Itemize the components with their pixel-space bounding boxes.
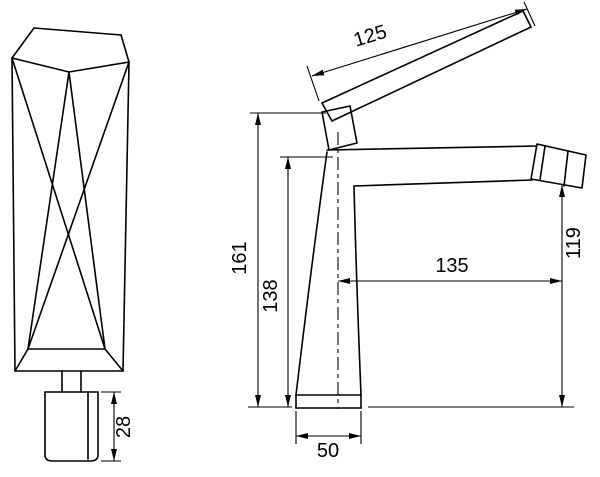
faucet-base (295, 394, 362, 409)
spout-bottom-edge (353, 179, 533, 187)
lever-handle (321, 10, 532, 122)
front-view: 28 (11, 27, 135, 462)
supply-cylinder (44, 391, 99, 462)
front-body-right-edge (122, 61, 130, 372)
aerator (530, 143, 587, 189)
dim-label-spout-reach: 135 (435, 255, 468, 277)
dimension-overall-height: 161 (229, 112, 326, 408)
dim-label-handle-length: 125 (351, 21, 389, 52)
body-right-edge (353, 185, 362, 396)
dimension-outlet-height: 119 (368, 185, 585, 408)
side-view: 125 161 138 135 119 (229, 1, 587, 462)
dim-label-spout-top-height: 138 (260, 279, 282, 312)
dimension-spout-top-height: 138 (260, 156, 333, 407)
dimension-spout-reach: 135 (338, 255, 562, 284)
dim-label-overall-height: 161 (229, 241, 251, 274)
dimension-handle-length: 125 (306, 1, 536, 102)
handle-pivot (321, 105, 358, 151)
front-body-left-edge (11, 57, 16, 372)
spout-top-edge (326, 145, 538, 151)
dim-label-cylinder-height: 28 (113, 416, 135, 438)
dim-label-outlet-height: 119 (563, 227, 585, 259)
dimension-cylinder-height: 28 (101, 391, 135, 462)
body-left-edge (295, 151, 328, 396)
dimension-base-width: 50 (295, 411, 362, 462)
dim-label-base-width: 50 (317, 440, 339, 462)
